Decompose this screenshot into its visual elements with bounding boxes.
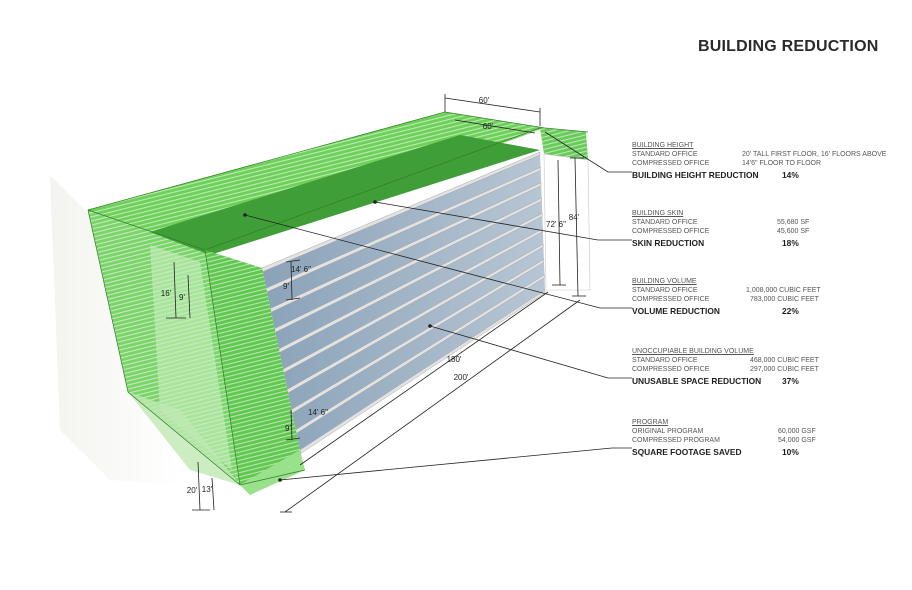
stat-row: STANDARD OFFICE 55,680 SF (632, 218, 892, 227)
stat-result-label: VOLUME REDUCTION (632, 306, 720, 316)
dim-top-width-inner: 60' (483, 122, 494, 131)
stat-result-value: 22% (782, 306, 799, 316)
stat-row-value: 54,000 GSF (778, 437, 816, 444)
stat-row: COMPRESSED PROGRAM 54,000 GSF (632, 436, 892, 445)
stat-result-value: 18% (782, 238, 799, 248)
compressed-roof (150, 135, 540, 255)
building-edges (87, 111, 589, 486)
stat-result-label: SQUARE FOOTAGE SAVED (632, 447, 742, 457)
stat-header: BUILDING SKIN (632, 210, 684, 217)
dim-top-width-outer: 60' (479, 96, 490, 105)
dim-standard-height: 84' (569, 213, 580, 222)
stat-result: VOLUME REDUCTION 22% (632, 305, 892, 317)
stat-row-value: 60,000 GSF (778, 428, 816, 435)
stat-header: PROGRAM (632, 419, 669, 426)
leader-dots (243, 200, 432, 482)
stat-row-value: 468,000 CUBIC FEET (750, 357, 819, 364)
leader-lines (244, 131, 632, 481)
glazing-facade (262, 152, 545, 450)
stat-row: COMPRESSED OFFICE 14'6" FLOOR TO FLOOR (632, 159, 892, 168)
stat-result-label: UNUSABLE SPACE REDUCTION (632, 376, 762, 386)
dim-length-outer: 200' (454, 373, 469, 382)
dim-ground-standard-floor: 20' (187, 486, 198, 495)
stat-row-label: STANDARD OFFICE (632, 357, 698, 364)
stat-header: BUILDING VOLUME (632, 278, 697, 285)
stat-result: UNUSABLE SPACE REDUCTION 37% (632, 375, 892, 387)
stat-result: SKIN REDUCTION 18% (632, 237, 892, 249)
dim-length-inner: 180' (447, 355, 462, 364)
stat-block-building-skin: BUILDING SKIN STANDARD OFFICE 55,680 SF … (632, 209, 892, 249)
stat-row-value: 297,000 CUBIC FEET (750, 366, 819, 373)
stat-row-label: COMPRESSED PROGRAM (632, 437, 720, 444)
stat-row-label: COMPRESSED OFFICE (632, 228, 710, 235)
stat-block-building-height: BUILDING HEIGHT STANDARD OFFICE 20' TALL… (632, 141, 892, 181)
stat-row-value: 45,600 SF (777, 228, 810, 235)
stat-row-label: COMPRESSED OFFICE (632, 296, 710, 303)
stat-block-building-volume: BUILDING VOLUME STANDARD OFFICE 1,008,00… (632, 277, 892, 317)
dim-compressed-height: 72' 6" (546, 220, 566, 229)
stat-row-value: 783,000 CUBIC FEET (750, 296, 819, 303)
dim-lower-compressed-floor: 14' 6" (308, 408, 328, 417)
stat-row-label: STANDARD OFFICE (632, 219, 698, 226)
base-ledge (240, 450, 305, 495)
dim-upper-standard-clear: 9' (179, 293, 185, 302)
stat-result-label: SKIN REDUCTION (632, 238, 705, 248)
stat-row: STANDARD OFFICE 20' TALL FIRST FLOOR, 16… (632, 150, 892, 159)
stat-result: BUILDING HEIGHT REDUCTION 14% (632, 169, 892, 181)
page-title: BUILDING REDUCTION (698, 38, 879, 55)
dim-lower-compressed-clear: 9' (285, 424, 291, 433)
stat-header: BUILDING HEIGHT (632, 142, 694, 149)
stat-row-label: STANDARD OFFICE (632, 287, 698, 294)
stat-result-value: 37% (782, 376, 799, 386)
stat-result: SQUARE FOOTAGE SAVED 10% (632, 446, 892, 458)
stat-block-program: PROGRAM ORIGINAL PROGRAM 60,000 GSF COMP… (632, 418, 892, 458)
stat-result-value: 14% (782, 170, 799, 180)
stat-row-label: ORIGINAL PROGRAM (632, 428, 704, 435)
floor-slabs (261, 151, 546, 455)
front-facade-frame-stripes (205, 250, 300, 485)
stat-row: COMPRESSED OFFICE 297,000 CUBIC FEET (632, 365, 892, 374)
stat-row: STANDARD OFFICE 1,008,000 CUBIC FEET (632, 286, 892, 295)
stat-row: ORIGINAL PROGRAM 60,000 GSF (632, 427, 892, 436)
stat-row-value: 1,008,000 CUBIC FEET (746, 287, 821, 294)
stat-row-value: 55,680 SF (777, 219, 810, 226)
stat-row-label: COMPRESSED OFFICE (632, 160, 710, 167)
stat-result-label: BUILDING HEIGHT REDUCTION (632, 170, 759, 180)
dim-ground-standard-clear: 13' (202, 485, 213, 494)
dim-upper-standard-floor: 16' (161, 289, 172, 298)
stat-block-unoccupiable-volume: UNOCCUPIABLE BUILDING VOLUME STANDARD OF… (632, 347, 892, 387)
stat-row-value: 20' TALL FIRST FLOOR, 16' FLOORS ABOVE (742, 151, 887, 158)
dimension-lines (166, 94, 586, 513)
stat-row: COMPRESSED OFFICE 783,000 CUBIC FEET (632, 295, 892, 304)
stat-row-label: STANDARD OFFICE (632, 151, 698, 158)
stat-result-value: 10% (782, 447, 799, 457)
dimension-labels: 60' 60' 84' 72' 6" 16' 9' 14' 6" 9' 180'… (161, 96, 580, 495)
stat-row-label: COMPRESSED OFFICE (632, 366, 710, 373)
stat-row: STANDARD OFFICE 468,000 CUBIC FEET (632, 356, 892, 365)
stat-header: UNOCCUPIABLE BUILDING VOLUME (632, 348, 754, 355)
stat-row: COMPRESSED OFFICE 45,600 SF (632, 227, 892, 236)
stat-row-value: 14'6" FLOOR TO FLOOR (742, 160, 822, 167)
dim-upper-compressed-clear: 9' (283, 282, 289, 291)
dim-upper-compressed-floor: 14' 6" (291, 265, 311, 274)
